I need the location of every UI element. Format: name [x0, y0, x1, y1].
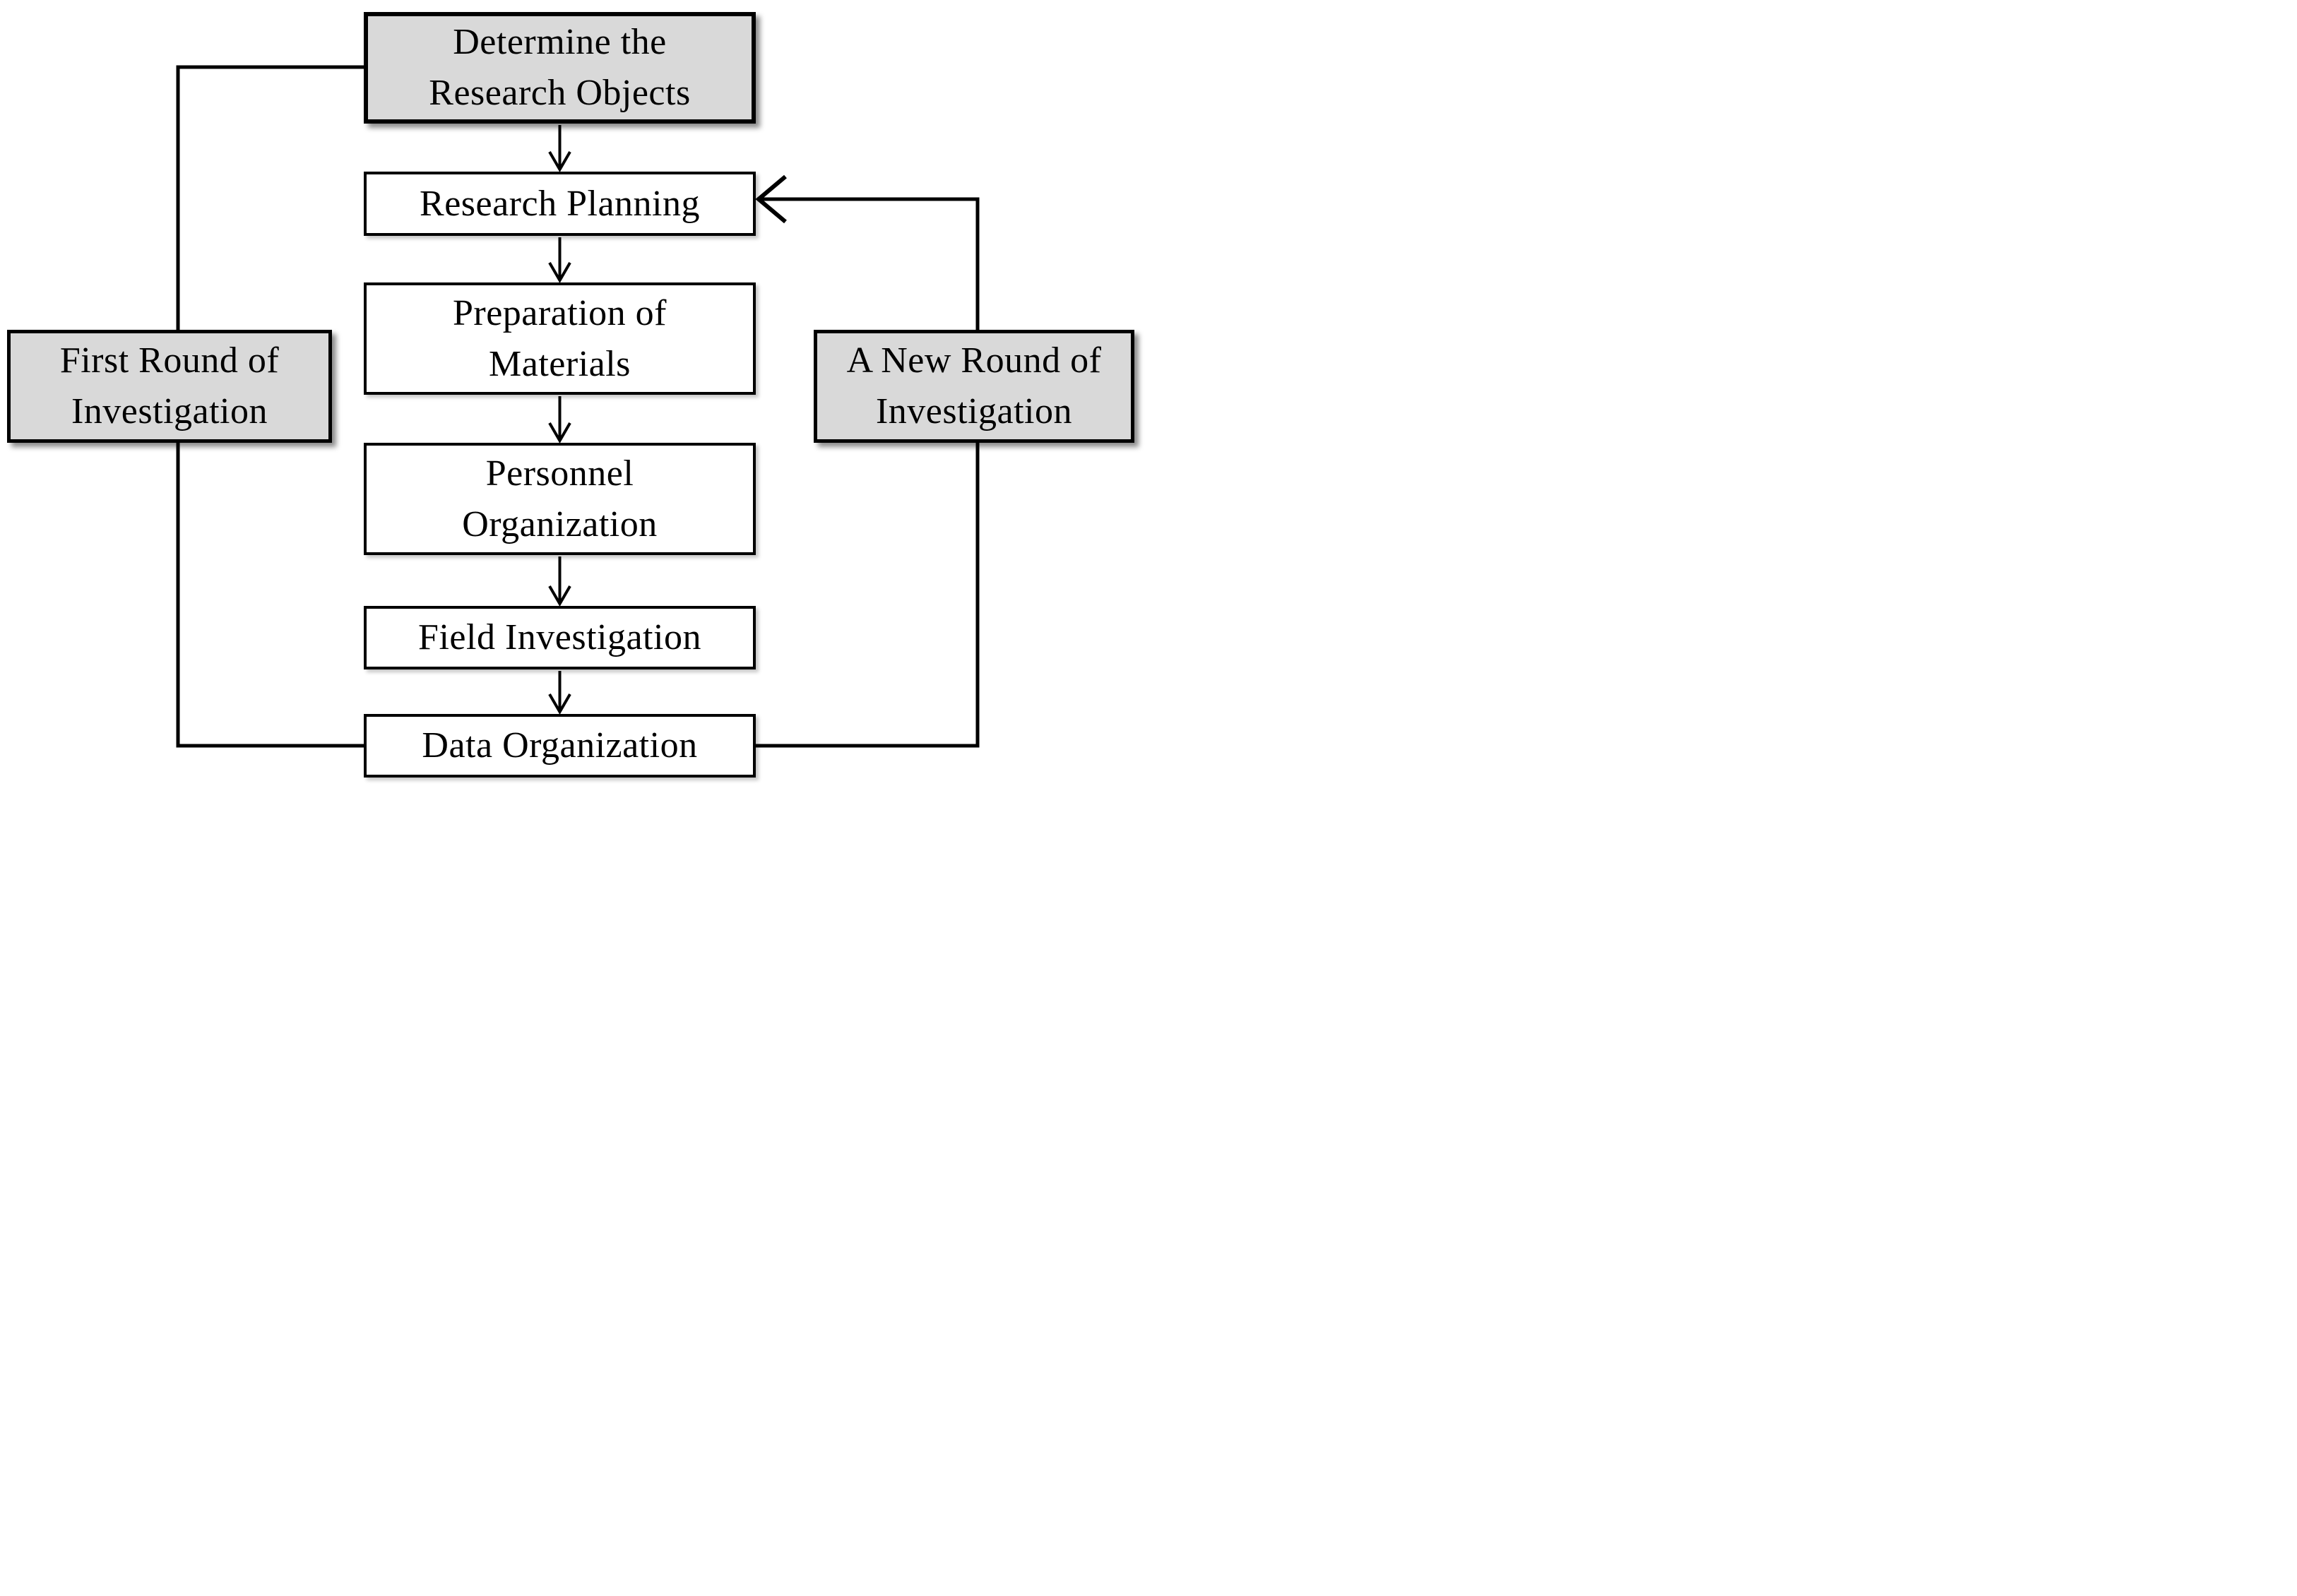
edge-field-to-dataorg [548, 671, 571, 715]
node-label: A New Round of Investigation [846, 340, 1102, 431]
node-label: Field Investigation [418, 617, 701, 658]
node-preparation-of-materials: Preparation of Materials [364, 282, 756, 395]
flowchart: Determine the Research Objects Research … [0, 0, 1148, 798]
arrowhead-down-2 [548, 261, 571, 283]
node-label: Preparation of Materials [452, 292, 667, 384]
arrowhead-into-research-planning [755, 174, 787, 224]
node-a-new-round-of-investigation: A New Round of Investigation [814, 330, 1134, 443]
arrowhead-down-3 [548, 422, 571, 443]
node-label: Determine the Research Objects [429, 22, 691, 113]
arrowhead-down-5 [548, 693, 571, 715]
arrowhead-down-4 [548, 585, 571, 607]
node-first-round-of-investigation: First Round of Investigation [7, 330, 332, 443]
edge-preparation-to-personnel [548, 396, 571, 443]
node-personnel-organization: Personnel Organization [364, 443, 756, 555]
node-label: First Round of Investigation [59, 340, 280, 431]
node-label: Research Planning [420, 183, 700, 224]
node-determine-research-objects: Determine the Research Objects [364, 12, 756, 124]
edge-planning-to-preparation [548, 237, 571, 283]
edge-personnel-to-field [548, 556, 571, 607]
node-data-organization: Data Organization [364, 714, 756, 778]
node-research-planning: Research Planning [364, 172, 756, 236]
edge-new-round-loop [753, 197, 980, 748]
node-field-investigation: Field Investigation [364, 606, 756, 669]
node-label: Data Organization [422, 725, 698, 766]
edge-determine-to-planning [548, 125, 571, 172]
node-label: Personnel Organization [462, 453, 658, 544]
arrowhead-down-1 [548, 150, 571, 172]
